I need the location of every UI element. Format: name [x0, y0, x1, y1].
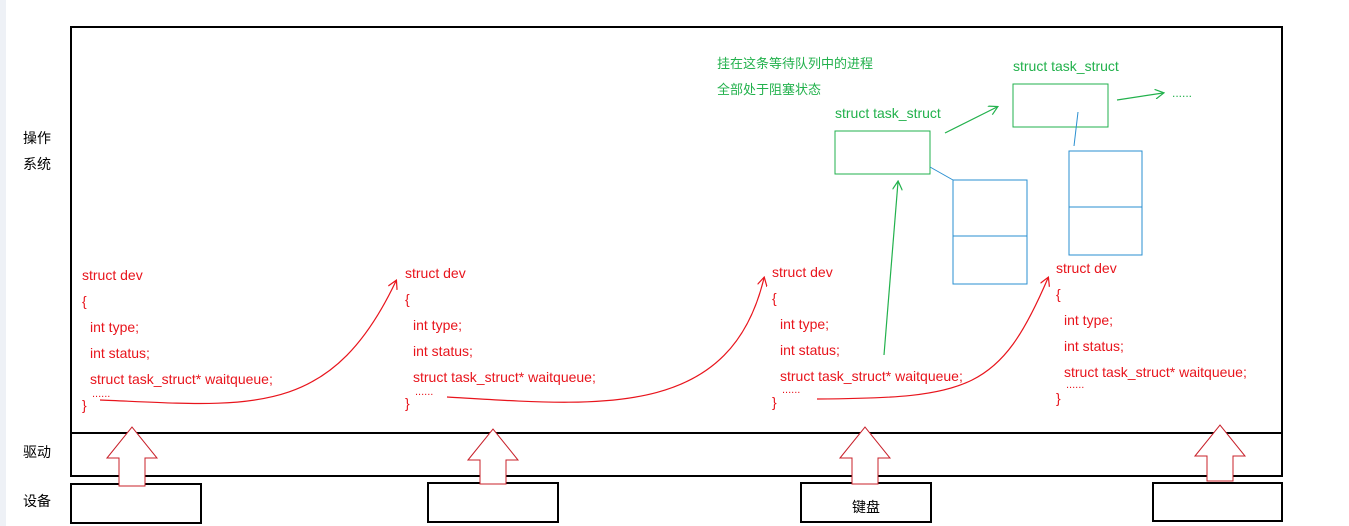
struct-dev-4: struct dev { int type; int status; struc…: [1056, 260, 1247, 406]
task-list-ellipsis: ......: [1172, 86, 1192, 100]
up-arrow-1: [105, 426, 159, 487]
struct-dev-1-waitqueue: struct task_struct* waitqueue;: [90, 371, 273, 387]
task-next-arrow-1: [944, 107, 997, 134]
os-layer-label: 操作 系统: [23, 126, 51, 178]
task-struct-box-1: [834, 130, 931, 175]
struct-dev-1-ellipsis: ......: [92, 388, 110, 400]
struct-dev-2-type: int type;: [413, 317, 462, 333]
struct-dev-4-waitqueue: struct task_struct* waitqueue;: [1064, 364, 1247, 380]
link-arrow-2: [446, 278, 764, 403]
struct-dev-3: struct dev { int type; int status; struc…: [772, 264, 963, 410]
driver-layer-box: [70, 432, 1283, 477]
device-layer-label: 设备: [23, 494, 51, 510]
struct-dev-3-waitqueue: struct task_struct* waitqueue;: [780, 368, 963, 384]
up-arrow-3: [838, 426, 892, 485]
struct-dev-1-name: struct dev: [82, 267, 143, 283]
task-detail-connector-1: [929, 166, 954, 181]
link-arrow-3: [816, 278, 1048, 400]
struct-dev-2-waitqueue: struct task_struct* waitqueue;: [413, 369, 596, 385]
struct-dev-1-type: int type;: [90, 319, 139, 335]
struct-dev-3-name: struct dev: [772, 264, 833, 280]
struct-dev-1-close: }: [82, 397, 87, 413]
up-arrow-2: [466, 428, 520, 485]
keyboard-device-label: 键盘: [852, 499, 880, 515]
struct-dev-1: struct dev { int type; int status; struc…: [82, 267, 273, 413]
struct-dev-1-open: {: [82, 293, 87, 309]
task-next-arrow-2: [1116, 93, 1163, 101]
link-arrow-1: [99, 281, 396, 405]
driver-layer-label: 驱动: [23, 445, 51, 461]
struct-dev-4-status: int status;: [1064, 338, 1124, 354]
struct-dev-4-type: int type;: [1064, 312, 1113, 328]
struct-dev-3-close: }: [772, 394, 777, 410]
struct-dev-3-type: int type;: [780, 316, 829, 332]
task-detail-connector-2: [1073, 111, 1079, 147]
struct-dev-2-name: struct dev: [405, 265, 466, 281]
device-box-1: [70, 483, 202, 524]
struct-dev-3-status: int status;: [780, 342, 840, 358]
device-box-4: [1152, 482, 1283, 522]
os-label-line1: 操作: [23, 131, 51, 147]
wait-note-line2: 全部处于阻塞状态: [717, 82, 821, 97]
wait-note-line1: 挂在这条等待队列中的进程: [717, 56, 873, 71]
struct-dev-2-open: {: [405, 291, 410, 307]
task-detail-box-1: [952, 179, 1028, 285]
struct-dev-4-open: {: [1056, 286, 1061, 302]
struct-dev-2: struct dev { int type; int status; struc…: [405, 265, 596, 411]
struct-dev-4-name: struct dev: [1056, 260, 1117, 276]
waitqueue-pointer-arrow: [883, 182, 898, 356]
up-arrow-4: [1193, 424, 1247, 482]
os-label-line2: 系统: [23, 157, 51, 173]
task-struct-label-1: struct task_struct: [835, 105, 941, 121]
task-struct-box-2: [1012, 83, 1109, 128]
struct-dev-3-open: {: [772, 290, 777, 306]
struct-dev-4-ellipsis: ......: [1066, 379, 1084, 391]
struct-dev-2-ellipsis: ......: [415, 386, 433, 398]
struct-dev-4-close: }: [1056, 390, 1061, 406]
struct-dev-3-ellipsis: ......: [782, 384, 800, 396]
task-struct-label-2: struct task_struct: [1013, 58, 1119, 74]
struct-dev-1-status: int status;: [90, 345, 150, 361]
window-edge: [0, 0, 6, 526]
device-box-2: [427, 482, 559, 523]
struct-dev-2-close: }: [405, 395, 410, 411]
task-detail-box-2: [1068, 150, 1143, 256]
struct-dev-2-status: int status;: [413, 343, 473, 359]
device-box-3: [800, 482, 932, 523]
